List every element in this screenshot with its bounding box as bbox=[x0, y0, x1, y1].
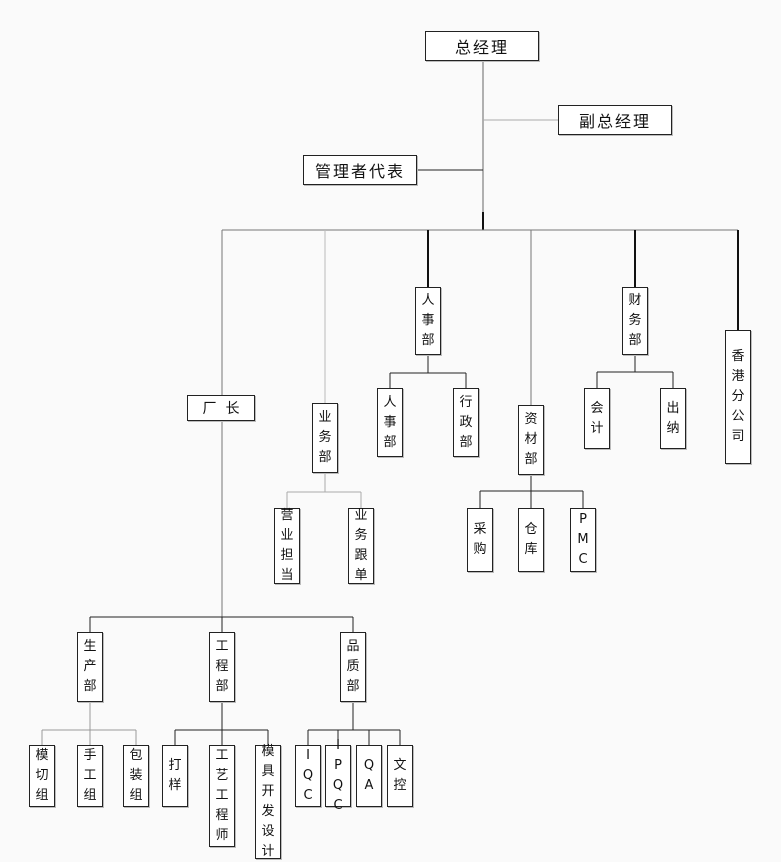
sales-follow-box: 业务跟单 bbox=[348, 508, 374, 584]
hk-branch-box: 香港分公司 bbox=[725, 330, 751, 464]
sales-rep-box: 营业担当 bbox=[274, 508, 300, 584]
production-dept-box: 生产部 bbox=[77, 632, 103, 702]
doc-control-box: 文控 bbox=[387, 745, 413, 807]
admin-box: 行政部 bbox=[453, 388, 479, 457]
manual-box: 手工组 bbox=[77, 745, 103, 807]
hr-dept-box: 人事部 bbox=[415, 287, 441, 355]
proofing-box: 打样 bbox=[162, 745, 188, 807]
mold-design-box: 模具开发设计 bbox=[255, 744, 281, 859]
quality-dept-box: 品质部 bbox=[340, 632, 366, 702]
packing-box: 包装组 bbox=[123, 745, 149, 807]
factory-manager-box: 厂 长 bbox=[187, 395, 255, 421]
process-engineer-box: 工艺工程师 bbox=[209, 745, 235, 847]
purchasing-box: 采购 bbox=[467, 508, 493, 572]
mgmt-rep-box: 管理者代表 bbox=[303, 155, 417, 185]
engineering-dept-box: 工程部 bbox=[209, 632, 235, 702]
gm-box: 总经理 bbox=[425, 31, 539, 61]
accounting-box: 会计 bbox=[584, 388, 610, 449]
die-cut-box: 模切组 bbox=[29, 745, 55, 807]
sales-dept-box: 业务部 bbox=[312, 403, 338, 473]
hr-box: 人事部 bbox=[377, 388, 403, 457]
materials-dept-box: 资材部 bbox=[518, 405, 544, 475]
cashier-box: 出纳 bbox=[660, 388, 686, 449]
finance-dept-box: 财务部 bbox=[622, 287, 648, 355]
vgm-box: 副总经理 bbox=[558, 105, 672, 135]
warehouse-box: 仓库 bbox=[518, 508, 544, 572]
